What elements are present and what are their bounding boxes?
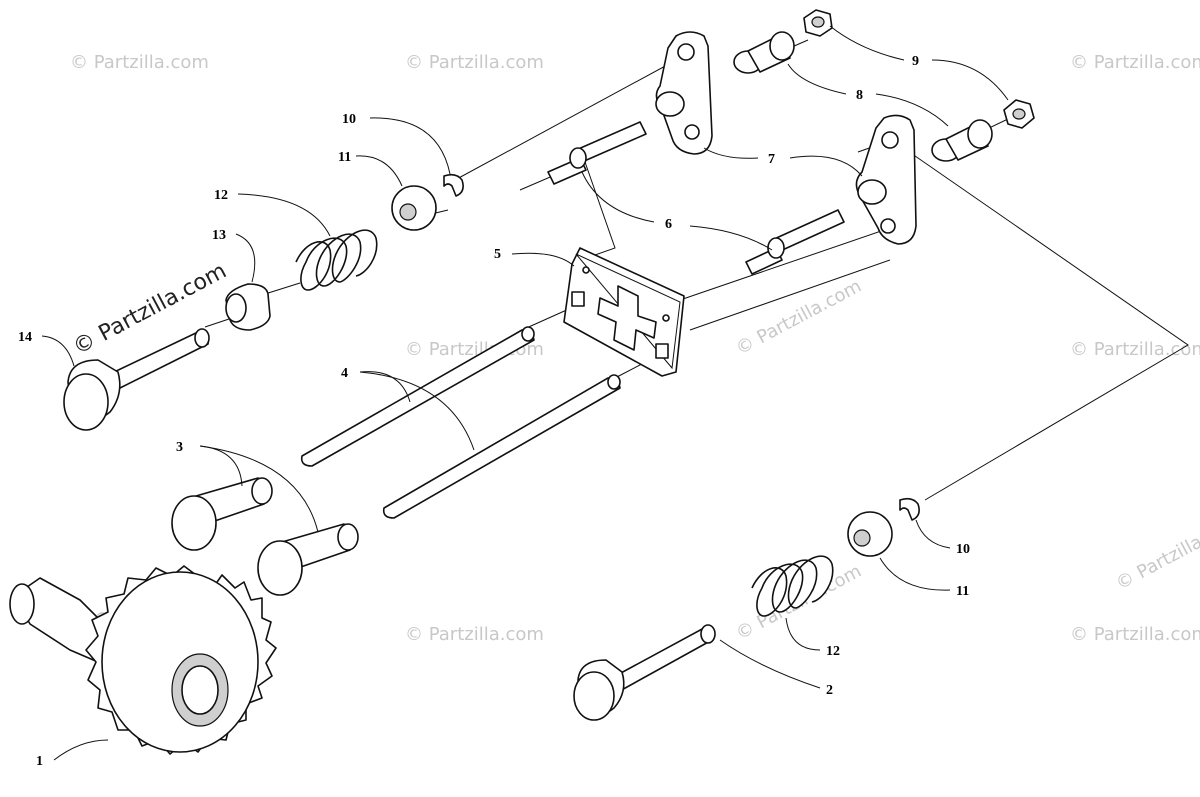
leader-12a [237, 193, 331, 237]
spring-retainer-upper [391, 185, 437, 231]
callout-6: 6 [665, 217, 672, 232]
lock-nut-lower [1003, 99, 1035, 129]
lifter-upper [171, 477, 273, 551]
callout-5: 5 [494, 247, 501, 262]
callout-4: 4 [341, 366, 348, 381]
leader-10b [915, 519, 951, 549]
leader-11b [879, 557, 951, 591]
leader-10a [369, 117, 451, 175]
push-rod-lower [382, 374, 621, 519]
camshaft-gear [9, 565, 277, 755]
parts [9, 9, 1035, 755]
leader-11a [355, 155, 403, 187]
watermark: © Partzilla.com [405, 624, 544, 645]
watermark: © Partzilla.com [1112, 511, 1200, 595]
leader-8 [787, 63, 847, 95]
callout-12: 12 [214, 188, 228, 203]
leader-9 [829, 25, 905, 61]
leader-7 [789, 155, 863, 177]
watermark: © Partzilla.com [1070, 624, 1200, 645]
valve-keeper-upper [443, 173, 464, 197]
leader-4 [359, 371, 475, 451]
watermark: © Partzilla.com [1070, 52, 1200, 73]
callout-11: 11 [338, 150, 351, 165]
valve-lower [573, 624, 716, 721]
callout-11: 11 [956, 584, 969, 599]
valve-upper [63, 328, 210, 431]
adjuster-stud-lower [931, 119, 993, 162]
leader-5 [511, 252, 575, 267]
rocker-arm-upper [655, 31, 713, 155]
leader-3 [199, 445, 243, 487]
valve-stem-seal [225, 283, 271, 331]
callout-13: 13 [212, 228, 226, 243]
assembly-line [264, 282, 301, 295]
leader-3 [199, 445, 319, 533]
leader-9 [931, 59, 1009, 101]
assembly-line [454, 57, 681, 181]
callout-7: 7 [768, 152, 775, 167]
callout-1: 1 [36, 754, 43, 769]
callout-9: 9 [912, 54, 919, 69]
callout-14: 14 [18, 330, 32, 345]
callout-10: 10 [956, 542, 970, 557]
callout-12: 12 [826, 644, 840, 659]
callout-8: 8 [856, 88, 863, 103]
rocker-stud-lower [745, 209, 845, 275]
rocker-arm-lower [855, 114, 917, 245]
leader-8 [875, 93, 949, 127]
watermark: © Partzilla.com [1070, 339, 1200, 360]
callout-leaders [41, 25, 1009, 761]
watermark: © Partzilla.com [732, 276, 865, 360]
leader-2 [719, 639, 821, 689]
leader-6 [689, 225, 773, 251]
push-rod-upper [300, 326, 535, 467]
watermark: © Partzilla.com [405, 52, 544, 73]
callout-2: 2 [826, 683, 833, 698]
rocker-stud-upper [547, 121, 647, 185]
lifter-lower [257, 523, 359, 596]
leader-7 [703, 147, 759, 159]
lock-nut-upper [803, 9, 833, 37]
spring-retainer-lower [847, 511, 893, 557]
valve-keeper-lower [899, 497, 920, 521]
callouts: 1 2 3 4 5 6 7 8 9 10 10 11 11 12 12 13 1… [18, 54, 970, 769]
assembly-line [689, 259, 891, 331]
leader-1 [53, 739, 109, 761]
callout-10: 10 [342, 112, 356, 127]
leader-13 [235, 233, 256, 283]
watermark: © Partzilla.com [70, 52, 209, 73]
assembly-line [679, 227, 891, 301]
leader-6 [581, 171, 655, 223]
valve-spring-lower [751, 555, 834, 617]
callout-3: 3 [176, 440, 183, 455]
valve-spring-upper [295, 229, 378, 291]
adjuster-stud-upper [733, 31, 795, 74]
leader-14 [41, 335, 75, 367]
guide-plate [563, 247, 685, 377]
leader-12b [785, 617, 821, 651]
